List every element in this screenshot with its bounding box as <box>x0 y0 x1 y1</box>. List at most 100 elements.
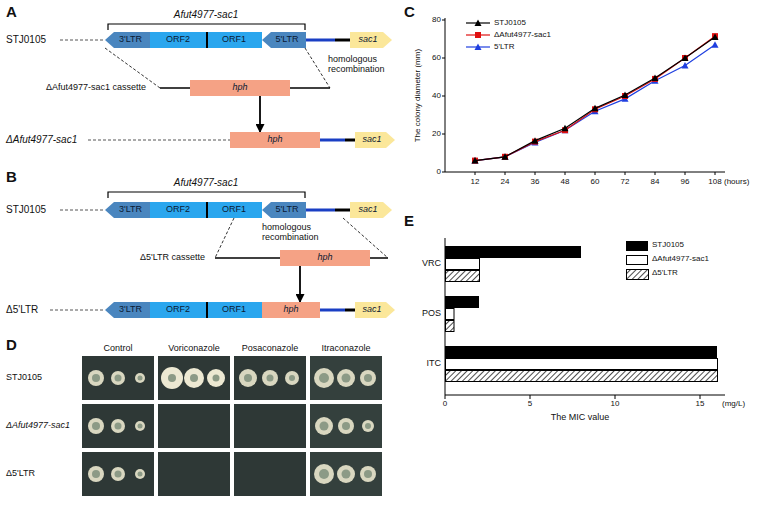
chart-axes <box>445 238 725 395</box>
figure-label: POS <box>422 308 441 318</box>
figure-label: ΔAfut4977-sac1 <box>6 420 70 430</box>
segment-label: ORF1 <box>222 35 246 45</box>
segment-label: ORF2 <box>166 205 190 215</box>
legend-label: ΔAfut4977-sac1 <box>652 254 709 263</box>
segment-label: ORF1 <box>222 205 246 215</box>
figure-label: Δ5'LTR <box>6 304 38 316</box>
gene-segment: ORF2 <box>150 302 206 318</box>
chromosome-line <box>60 210 105 211</box>
figure-label: ΔAfut4977-sac1 <box>6 134 77 146</box>
node-outline <box>206 202 262 218</box>
gene-segment: ORF1 <box>206 302 262 318</box>
figure-label: homologous recombination <box>328 54 394 75</box>
node-outline <box>206 302 262 318</box>
orf-divider <box>206 202 208 218</box>
gene-segment: ORF1 <box>206 202 262 218</box>
figure-label: B <box>6 168 17 185</box>
figure-label: C <box>404 3 415 20</box>
legend-sample <box>466 46 490 47</box>
figure-label: 5 <box>528 399 532 408</box>
plate-photos <box>82 356 382 496</box>
figure-label: Voriconazole <box>168 343 220 353</box>
gene-segment: 3'LTR <box>105 302 150 318</box>
legend-swatch <box>626 255 648 265</box>
chromosome-line <box>60 40 105 41</box>
segment-label: 3'LTR <box>113 305 142 315</box>
recombination-line <box>305 48 330 88</box>
node-outline <box>262 302 320 318</box>
figure-label: 84 <box>651 177 660 186</box>
figure-label: 0 <box>437 167 441 176</box>
segment-label: ORF1 <box>222 305 246 315</box>
chart-axes <box>445 18 725 172</box>
node-outline <box>230 132 320 148</box>
chromosome-line <box>50 310 105 311</box>
mic-chart <box>445 238 725 399</box>
segment-label: ORF2 <box>166 35 190 45</box>
node-outline <box>355 132 395 148</box>
y-ticks <box>442 20 445 172</box>
figure-label: E <box>404 212 414 229</box>
figure-label: 0 <box>443 399 447 408</box>
flank-line <box>345 309 355 312</box>
process-arrow <box>259 96 261 132</box>
figure-label: 20 <box>432 129 441 138</box>
segment-label: sac1 <box>362 305 387 315</box>
figure-label: STJ0105 <box>6 372 42 382</box>
growth-chart <box>442 18 725 175</box>
bracket <box>108 24 305 30</box>
figure-label: Posaconazole <box>242 343 299 353</box>
segment-label: sac1 <box>358 35 383 45</box>
node-outline <box>150 32 206 48</box>
figure-label: homologous recombination <box>262 222 332 243</box>
figure-label: VRC <box>422 258 441 268</box>
x-ticks <box>475 172 715 175</box>
gene-segment: ORF1 <box>206 32 262 48</box>
segment-label: hph <box>317 253 332 263</box>
gene-segment: sac1 <box>350 32 392 48</box>
legend-swatch <box>627 270 649 280</box>
figure-label: 72 <box>621 177 630 186</box>
figure-label: ΔAfut4977-sac1 cassette <box>46 82 146 92</box>
segment-label: sac1 <box>362 135 387 145</box>
flank-line <box>345 139 355 142</box>
gene-segment: hph <box>262 302 320 318</box>
node-outline <box>105 32 150 48</box>
figure-label: 80 <box>432 15 441 24</box>
node-outline <box>350 202 392 218</box>
legend-label: Δ5'LTR <box>652 268 678 277</box>
node-outline <box>262 202 306 218</box>
figure-label: Δ5'LTR cassette <box>140 252 205 262</box>
figure-label: ITC <box>427 358 442 368</box>
segment-label: 3'LTR <box>113 35 142 45</box>
node-outline <box>190 80 290 96</box>
legend-swatch <box>626 241 648 251</box>
process-arrow <box>299 266 301 302</box>
segment-label: hph <box>267 135 282 145</box>
node-outline <box>150 302 206 318</box>
flank-line <box>305 209 335 212</box>
gene-segment: ORF2 <box>150 202 206 218</box>
node-outline <box>206 32 262 48</box>
gene-segment: sac1 <box>355 302 395 318</box>
segment-label: 3'LTR <box>113 205 142 215</box>
chromosome-line <box>88 140 230 141</box>
figure-label: 40 <box>432 91 441 100</box>
node-outline <box>105 302 150 318</box>
figure-label: 60 <box>432 53 441 62</box>
figure-label: D <box>6 336 17 353</box>
figure-label: 15 <box>696 399 705 408</box>
figure-label: Δ5'LTR <box>6 468 35 478</box>
figure-label: The MIC value <box>551 412 610 422</box>
gene-segment: 5'LTR <box>262 32 306 48</box>
legend-sample <box>466 22 490 23</box>
node-outline <box>355 302 395 318</box>
flank-line <box>320 309 345 312</box>
figure-label: Control <box>103 343 132 353</box>
segment-label: sac1 <box>358 205 383 215</box>
gene-segment: hph <box>230 132 320 148</box>
figure-label: 12 <box>471 177 480 186</box>
flank-line <box>305 39 335 42</box>
recombination-line <box>215 218 234 258</box>
